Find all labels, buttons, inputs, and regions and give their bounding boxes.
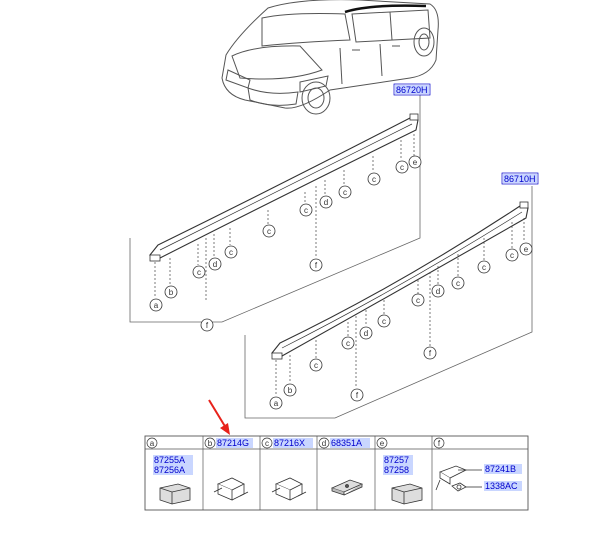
callout-d: d <box>213 260 217 269</box>
callout-d: d <box>436 287 440 296</box>
lower-rail-callouts <box>275 218 525 396</box>
callout-c: c <box>229 248 233 257</box>
callout-f: f <box>206 321 209 330</box>
legend-code-f1: 87241B <box>485 464 516 474</box>
svg-text:e: e <box>380 439 385 448</box>
upper-roof-rail-assembly: 86720H <box>129 83 431 323</box>
red-pointer-arrow-icon <box>208 399 230 435</box>
lower-roof-rail-assembly: 86710H <box>244 172 539 419</box>
callout-e: e <box>524 245 529 254</box>
lower-rail-callout-circles: a b c c d c c d c c c e f f <box>269 242 533 410</box>
callout-c: c <box>382 317 386 326</box>
callout-d: d <box>324 198 328 207</box>
legend-code-e1: 87257 <box>384 455 409 465</box>
callout-c: c <box>400 163 404 172</box>
lower-rail-frame <box>244 186 533 419</box>
svg-text:c: c <box>265 439 269 448</box>
legend-header-c: c 87216X <box>261 437 313 449</box>
upper-rail-part-number: 86720H <box>396 85 428 95</box>
callout-f: f <box>356 391 359 400</box>
svg-text:f: f <box>438 439 441 448</box>
callout-c: c <box>197 268 201 277</box>
svg-text:a: a <box>150 439 155 448</box>
legend-code-a2: 87256A <box>154 465 185 475</box>
upper-rail-frame <box>129 96 421 323</box>
callout-f: f <box>315 261 318 270</box>
pad-icon <box>330 479 364 496</box>
legend-code-e2: 87258 <box>384 465 409 475</box>
callout-c: c <box>343 188 347 197</box>
legend-header-b: b 87214G <box>204 437 253 449</box>
legend-code-b: 87214G <box>217 438 249 448</box>
legend-header-d: d 68351A <box>318 437 370 449</box>
end-cap-icon <box>159 483 191 505</box>
callout-c: c <box>304 206 308 215</box>
callout-c: c <box>314 361 318 370</box>
car-illustration <box>221 0 439 115</box>
legend-code-c: 87216X <box>274 438 305 448</box>
callout-f: f <box>429 349 432 358</box>
callout-b: b <box>169 288 174 297</box>
svg-text:b: b <box>208 439 213 448</box>
clip-icon <box>213 477 249 501</box>
clip-icon <box>271 477 307 501</box>
bolt-and-nut-icon <box>435 465 482 492</box>
legend-code-d: 68351A <box>331 438 362 448</box>
callout-c: c <box>416 296 420 305</box>
callout-e: e <box>413 158 418 167</box>
callout-d: d <box>364 329 368 338</box>
legend-code-f2: 1338AC <box>485 481 518 491</box>
legend-code-a1: 87255A <box>154 455 185 465</box>
callout-b: b <box>288 386 293 395</box>
legend-header-e: e <box>376 437 388 449</box>
callout-c: c <box>456 279 460 288</box>
callout-c: c <box>510 251 514 260</box>
callout-c: c <box>267 227 271 236</box>
lower-rail-part-number: 86710H <box>504 174 536 184</box>
callout-c: c <box>482 263 486 272</box>
callout-c: c <box>346 339 350 348</box>
upper-rail-callout-circles: a b c d c c c d c c c e f f <box>149 155 422 332</box>
parts-legend-table: a b 87214G c 87216X d 68351A e f <box>144 435 529 511</box>
legend-header-f: f <box>433 437 445 449</box>
upper-rail-callouts <box>154 134 415 300</box>
legend-header-a: a <box>146 437 158 449</box>
callout-a: a <box>274 399 279 408</box>
svg-text:d: d <box>322 439 326 448</box>
callout-a: a <box>154 301 159 310</box>
callout-c: c <box>372 175 376 184</box>
end-cap-icon <box>391 483 423 505</box>
